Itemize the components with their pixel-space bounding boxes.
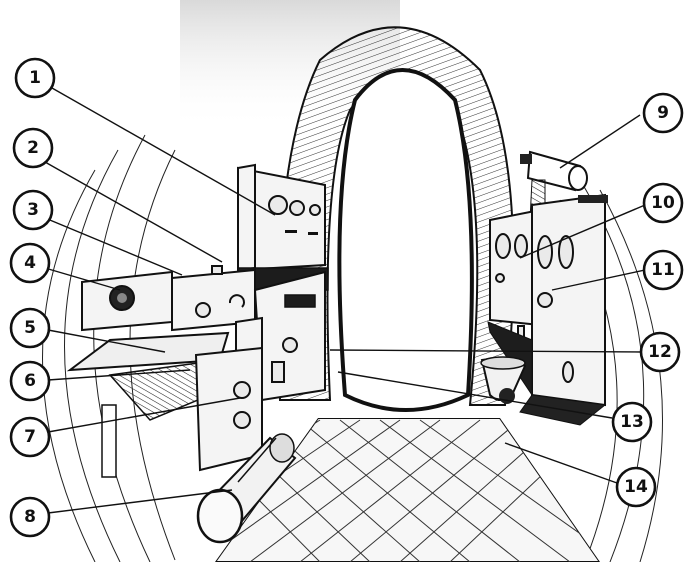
- svg-text:7: 7: [24, 427, 36, 447]
- callout-12: 12: [639, 331, 681, 373]
- callout-6: 6: [9, 360, 51, 402]
- floor-grid: [215, 418, 600, 562]
- callout-7: 7: [9, 416, 51, 458]
- svg-text:13: 13: [620, 412, 644, 432]
- svg-text:1: 1: [29, 68, 41, 88]
- svg-text:11: 11: [651, 260, 675, 280]
- hatch-opening: [337, 68, 474, 412]
- svg-text:12: 12: [648, 342, 672, 362]
- hatch-arch: [277, 26, 515, 412]
- right-instrument-panel: [487, 193, 608, 426]
- svg-text:3: 3: [27, 200, 39, 220]
- callout-3: 3: [12, 189, 54, 231]
- svg-text:4: 4: [24, 253, 36, 273]
- svg-text:10: 10: [651, 193, 675, 213]
- callout-10: 10: [642, 182, 684, 224]
- callout-8: 8: [9, 496, 51, 538]
- svg-text:5: 5: [24, 318, 36, 338]
- leader-lines: [44, 87, 646, 514]
- control-box: [171, 265, 256, 332]
- rotary-knob-box: [81, 270, 173, 332]
- svg-text:2: 2: [27, 138, 39, 158]
- callout-9: 9: [642, 92, 684, 134]
- svg-text:9: 9: [657, 103, 669, 123]
- svg-text:14: 14: [624, 477, 648, 497]
- callout-4: 4: [9, 242, 51, 284]
- callout-1: 1: [14, 57, 56, 99]
- oxygen-cylinder-left: [196, 433, 297, 544]
- callout-5: 5: [9, 307, 51, 349]
- svg-text:6: 6: [24, 371, 36, 391]
- cabin-wall-arcs: [42, 134, 663, 562]
- lower-left-control-box: [194, 346, 263, 472]
- svg-text:8: 8: [24, 507, 36, 527]
- upper-left-instrument-panel: [237, 163, 329, 291]
- callout-13: 13: [611, 401, 653, 443]
- callout-11: 11: [642, 249, 684, 291]
- callout-2: 2: [12, 127, 54, 169]
- callout-14: 14: [615, 466, 657, 508]
